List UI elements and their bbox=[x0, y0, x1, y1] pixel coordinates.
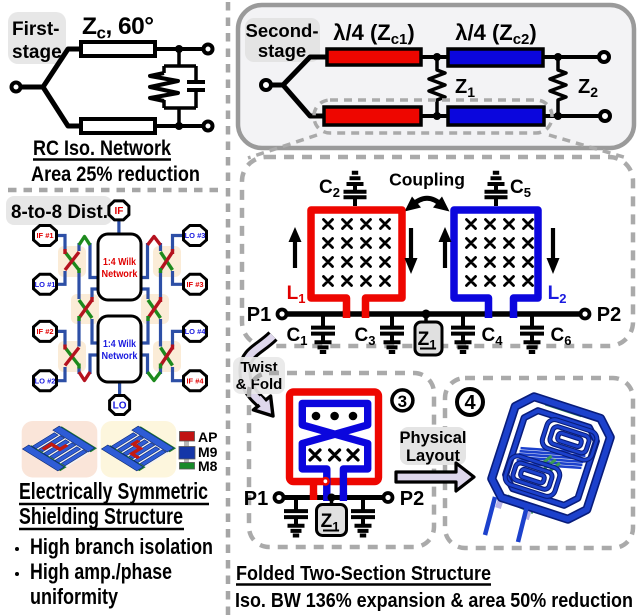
svg-text:C4: C4 bbox=[482, 325, 504, 348]
svg-text:stage: stage bbox=[258, 40, 306, 61]
svg-text:IF: IF bbox=[114, 206, 123, 217]
svg-text:LO #3: LO #3 bbox=[185, 231, 206, 240]
svg-text:Coupling: Coupling bbox=[389, 170, 465, 190]
svg-text:Network: Network bbox=[102, 268, 138, 280]
svg-text:LO #4: LO #4 bbox=[185, 327, 207, 336]
svg-text:Second-: Second- bbox=[246, 20, 319, 41]
svg-text:IF #2: IF #2 bbox=[36, 327, 53, 336]
svg-text:1:4 Wilk: 1:4 Wilk bbox=[103, 256, 136, 268]
svg-text:RC Iso. Network: RC Iso. Network bbox=[33, 137, 171, 160]
svg-text:M8: M8 bbox=[198, 458, 218, 474]
svg-text:uniformity: uniformity bbox=[30, 584, 119, 609]
svg-text:stage: stage bbox=[12, 42, 62, 63]
svg-text:Network: Network bbox=[102, 350, 138, 362]
svg-text:P1: P1 bbox=[244, 488, 268, 510]
svg-text:M9: M9 bbox=[198, 444, 218, 460]
svg-text:First-: First- bbox=[12, 19, 60, 40]
svg-text:Twist: Twist bbox=[240, 359, 277, 376]
svg-text:L1: L1 bbox=[287, 283, 306, 306]
svg-text:L2: L2 bbox=[548, 283, 567, 306]
svg-text:Shielding Structure: Shielding Structure bbox=[19, 503, 183, 529]
svg-text:C6: C6 bbox=[551, 325, 572, 348]
svg-text:Folded Two-Section Structure: Folded Two-Section Structure bbox=[236, 562, 491, 585]
svg-text:AP: AP bbox=[198, 429, 217, 445]
svg-text:P2: P2 bbox=[597, 304, 621, 326]
svg-text:C3: C3 bbox=[355, 325, 376, 348]
svg-text:C5: C5 bbox=[510, 177, 531, 200]
svg-text:8-to-8 Dist.: 8-to-8 Dist. bbox=[11, 201, 108, 223]
svg-text:IF #4: IF #4 bbox=[186, 376, 204, 385]
svg-text:Layout: Layout bbox=[406, 447, 461, 465]
svg-text:P2: P2 bbox=[400, 488, 424, 510]
svg-text:LO: LO bbox=[113, 401, 127, 412]
svg-text:LO #1: LO #1 bbox=[35, 280, 56, 289]
svg-text:High branch isolation: High branch isolation bbox=[30, 534, 213, 559]
svg-text:3: 3 bbox=[398, 392, 407, 411]
svg-text:Electrically Symmetric: Electrically Symmetric bbox=[19, 478, 208, 504]
svg-text:High amp./phase: High amp./phase bbox=[30, 559, 172, 584]
svg-text:C1: C1 bbox=[287, 325, 308, 348]
svg-text:Area 25% reduction: Area 25% reduction bbox=[31, 163, 200, 186]
svg-text:1:4 Wilk: 1:4 Wilk bbox=[103, 338, 136, 350]
svg-text:P1: P1 bbox=[247, 304, 271, 326]
svg-text:& Fold: & Fold bbox=[236, 376, 283, 393]
svg-text:Zc, 60°: Zc, 60° bbox=[82, 13, 154, 43]
svg-text:LO #2: LO #2 bbox=[35, 376, 56, 385]
svg-text:4: 4 bbox=[464, 392, 476, 414]
svg-text:Iso. BW 136% expansion & area: Iso. BW 136% expansion & area 50% reduct… bbox=[235, 589, 633, 612]
svg-text:IF #3: IF #3 bbox=[186, 280, 203, 289]
svg-text:C2: C2 bbox=[319, 177, 340, 200]
svg-text:Physical: Physical bbox=[400, 429, 467, 447]
svg-text:IF #1: IF #1 bbox=[36, 231, 53, 240]
